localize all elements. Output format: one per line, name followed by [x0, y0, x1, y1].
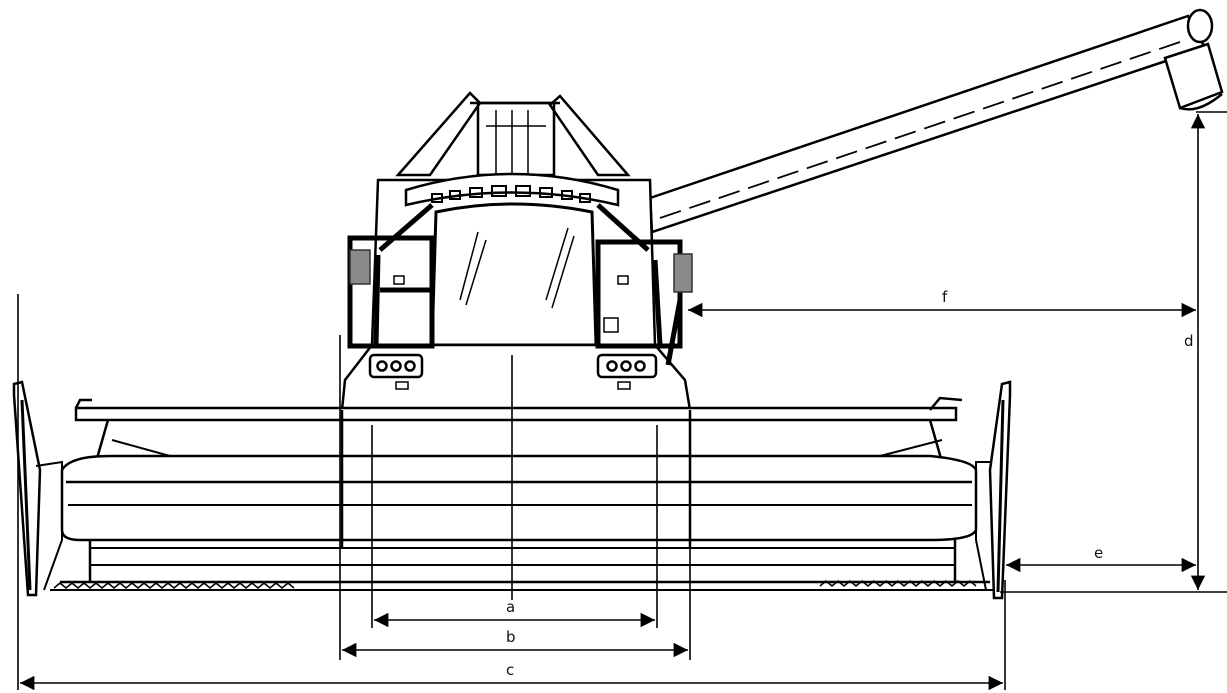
dimension-e-label: e [1094, 544, 1103, 562]
cutter-knife-teeth [53, 580, 977, 589]
dimension-labels: a b c d e f [506, 288, 1194, 679]
unloading-auger [648, 8, 1224, 234]
roof-work-lights [431, 185, 591, 203]
dimension-b-label: b [506, 628, 516, 646]
dimension-c-label: c [506, 661, 514, 679]
dimension-lines [17, 111, 1227, 691]
right-mirror-glass [673, 253, 693, 293]
dimension-a-label: a [506, 598, 515, 616]
left-mirror-glass [349, 249, 371, 285]
dimension-d-label: d [1184, 332, 1194, 350]
header [12, 380, 1012, 600]
headlights [368, 353, 658, 390]
right-mirror-assembly [595, 203, 683, 366]
left-mirror-assembly [347, 203, 435, 349]
dimension-f-label: f [942, 288, 948, 306]
grain-tank-extension [395, 91, 631, 177]
